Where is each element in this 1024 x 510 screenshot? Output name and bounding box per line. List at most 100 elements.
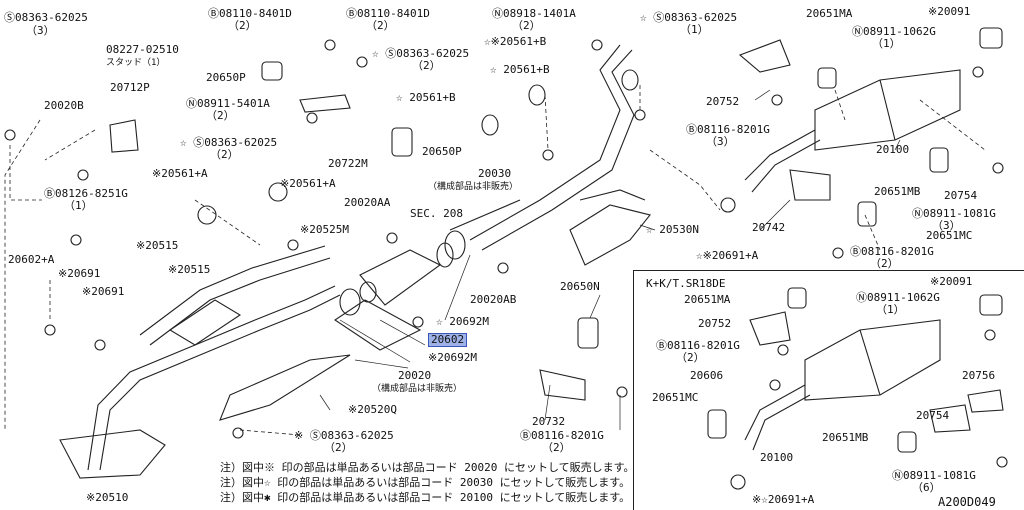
inset-label-20752: 20752 (698, 317, 732, 330)
label-08911-1081G: Ⓝ08911-1081G (912, 207, 996, 220)
label-20602-highlighted[interactable]: 20602 (428, 333, 468, 347)
label-20020B: 20020B (44, 99, 84, 112)
front-pipe-20020 (99, 294, 341, 471)
label-qty: （2） (676, 351, 705, 364)
label-08918-1401A: Ⓝ08918-1401A (492, 7, 576, 20)
label-20651MC: 20651MC (926, 229, 973, 242)
label-20752: 20752 (706, 95, 740, 108)
label-20525M: ※20525M (300, 223, 349, 236)
label-qty: （1） (872, 37, 901, 50)
label-qty: （3） (932, 219, 961, 232)
label-20561A-b: ※20561+A (280, 177, 336, 190)
label-20520Q: ※20520Q (348, 403, 397, 416)
heat-shield-20510 (59, 429, 166, 479)
label-not-sold-note-a: （構成部品は非販売） (428, 182, 519, 192)
label-20561B-c: ☆ 20561+B (396, 91, 456, 104)
label-qty: （2） (870, 257, 899, 270)
label-qty: （1） (64, 199, 93, 212)
label-08363-62025-b: ☆ Ⓢ08363-62025 (640, 11, 738, 24)
inset-label-08116-8201G: Ⓑ08116-8201G (656, 339, 740, 352)
label-20020AA: 20020AA (344, 196, 391, 209)
label-08363-62025-a: Ⓢ08363-62025 (4, 11, 88, 24)
label-08363-62025-c: ☆ Ⓢ08363-62025 (372, 47, 470, 60)
inset-label-08911-1062G: Ⓝ08911-1062G (856, 291, 940, 304)
label-sec-208: SEC. 208 (410, 207, 463, 220)
label-08116-8201G-c: Ⓑ08116-8201G (520, 429, 604, 442)
label-qty: （6） (912, 481, 941, 494)
label-20091: ※20091 (928, 5, 971, 18)
label-20722M: 20722M (328, 157, 368, 170)
footnote-2: 注）図中☆ 印の部品は単品あるいは部品コード 20030 にセットして販売します… (220, 476, 631, 489)
footnote-1: 注）図中※ 印の部品は単品あるいは部品コード 20020 にセットして販売します… (220, 461, 635, 474)
inset-label-20651MB: 20651MB (822, 431, 869, 444)
label-20515-a: ※20515 (136, 239, 179, 252)
label-08227-02510: 08227-02510 (106, 43, 179, 56)
label-20100: 20100 (876, 143, 910, 156)
label-20691-a: ※20691 (58, 267, 101, 280)
label-qty: （2） (210, 148, 239, 161)
inset-label-20606: 20606 (690, 369, 724, 382)
label-08126-8251G: Ⓑ08126-8251G (44, 187, 128, 200)
label-08911-5401A: Ⓝ08911-5401A (186, 97, 270, 110)
label-20020: 20020 (398, 369, 432, 382)
figure-code: A200D049 (938, 495, 996, 509)
label-08110-8401D-a: Ⓑ08110-8401D (208, 7, 292, 20)
label-20754: 20754 (944, 189, 978, 202)
label-qty: （1） (876, 303, 905, 316)
label-20651MA: 20651MA (806, 7, 853, 20)
label-20650N: 20650N (560, 280, 600, 293)
label-20602A: 20602+A (8, 253, 55, 266)
label-20650P-b: 20650P (422, 145, 462, 158)
label-20650P-a: 20650P (206, 71, 246, 84)
label-08911-1062G: Ⓝ08911-1062G (852, 25, 936, 38)
inset-panel-sr18de (633, 270, 1024, 510)
label-20692M-b: ※20692M (428, 351, 477, 364)
label-20561A-a: ※20561+A (152, 167, 208, 180)
label-20561B-b: ☆ 20561+B (490, 63, 550, 76)
label-08363-62025-e: ※ Ⓢ08363-62025 (294, 429, 394, 442)
center-pipe (469, 44, 621, 241)
inset-label-20756: 20756 (962, 369, 996, 382)
label-qty: （1） (680, 23, 709, 36)
label-20530N: ☆ 20530N (646, 223, 699, 236)
label-08116-8201G-a: Ⓑ08116-8201G (686, 123, 770, 136)
label-20712P: 20712P (110, 81, 150, 94)
label-20691-b: ※20691 (82, 285, 125, 298)
label-20510: ※20510 (86, 491, 129, 504)
inset-label-20100: 20100 (760, 451, 794, 464)
label-20020AB: 20020AB (470, 293, 517, 306)
inset-title: K+K/T.SR18DE (646, 277, 726, 290)
label-20651MB: 20651MB (874, 185, 921, 198)
label-qty: （2） (512, 19, 541, 32)
label-20732: 20732 (532, 415, 566, 428)
label-20030: 20030 (478, 167, 512, 180)
label-qty: （2） (206, 109, 235, 122)
label-qty: （2） (542, 441, 571, 454)
label-qty: （2） (324, 441, 353, 454)
label-08110-8401D-b: Ⓑ08110-8401D (346, 7, 430, 20)
label-08116-8201G-b: Ⓑ08116-8201G (850, 245, 934, 258)
footnote-3: 注）図中✱ 印の部品は単品あるいは部品コード 20100 にセットして販売します… (220, 491, 631, 504)
label-stud-qty: スタッド（1） (106, 58, 166, 68)
label-not-sold-note-b: （構成部品は非販売） (372, 384, 463, 394)
label-qty: （2） (228, 19, 257, 32)
label-08363-62025-d: ☆ Ⓢ08363-62025 (180, 136, 278, 149)
label-qty: （3） (26, 24, 55, 37)
label-qty: （2） (366, 19, 395, 32)
label-qty: （3） (706, 135, 735, 148)
inset-label-20651MA: 20651MA (684, 293, 731, 306)
heat-shield-20515 (168, 299, 242, 346)
inset-label-20754: 20754 (916, 409, 950, 422)
shield-20530N (569, 204, 651, 266)
inset-label-20691A: ※☆20691+A (752, 493, 815, 506)
label-20742: 20742 (752, 221, 786, 234)
inset-label-20651MC: 20651MC (652, 391, 699, 404)
label-20515-b: ※20515 (168, 263, 211, 276)
inset-label-20091: ※20091 (930, 275, 973, 288)
label-20691A: ☆※20691+A (696, 249, 759, 262)
label-qty: （2） (412, 59, 441, 72)
label-20692M-a: ☆ 20692M (436, 315, 489, 328)
label-20561B-a: ☆※20561+B (484, 35, 547, 48)
